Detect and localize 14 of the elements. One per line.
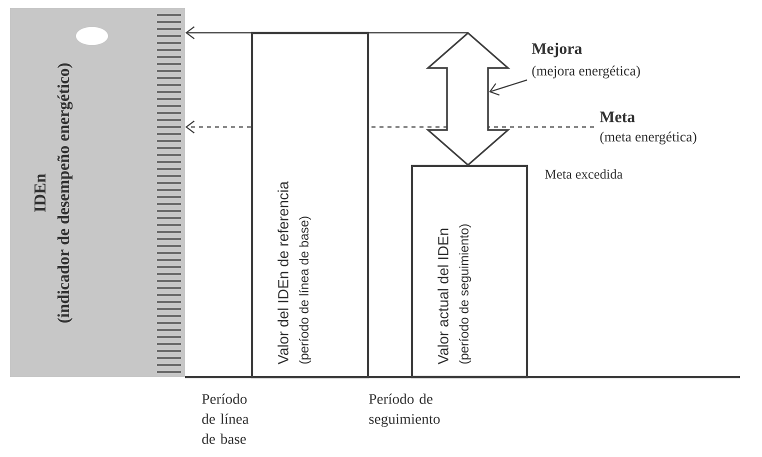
- bar-caption: Meta excedida: [544, 169, 623, 179]
- level-arrow: [185, 26, 468, 40]
- level-arrow: [185, 120, 251, 134]
- axis-title: IDEn: [34, 174, 46, 212]
- axis-title: (indicador de desempeño energético): [57, 63, 73, 323]
- value-bar: Valor del IDEn de referencia (período de línea de base): [250, 32, 370, 378]
- heading: Mejora: [532, 42, 582, 58]
- period-label: Período de línea de base: [202, 394, 249, 444]
- value-bar: Valor actual del IDEn (período de seguimiento): [410, 164, 528, 378]
- subheading: (meta energética): [600, 132, 696, 144]
- period-label: Período de seguimiento: [369, 394, 440, 427]
- leader-line: [489, 79, 528, 96]
- heading: Meta: [600, 112, 635, 122]
- subheading: (mejora energética): [532, 66, 640, 78]
